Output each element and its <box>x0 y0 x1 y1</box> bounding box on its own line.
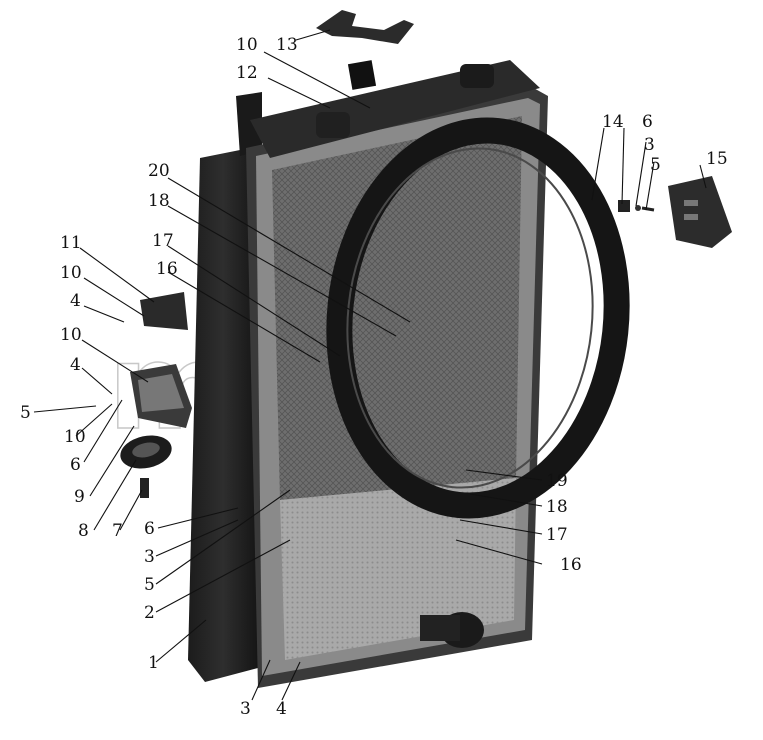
right-fasteners <box>618 200 655 212</box>
callout-12: 12 <box>236 63 258 83</box>
radiator-side-tank <box>188 92 262 682</box>
callout-7: 7 <box>112 521 123 541</box>
callout-13: 13 <box>276 35 298 55</box>
callout-5-bottom: 5 <box>144 575 155 595</box>
callout-15: 15 <box>706 149 728 169</box>
callout-4-a: 4 <box>70 291 81 311</box>
callout-8: 8 <box>78 521 89 541</box>
radiator-core-upper <box>272 116 522 500</box>
callout-18-right: 18 <box>546 497 568 517</box>
callout-3-right: 3 <box>644 135 655 155</box>
callout-10-top: 10 <box>236 35 258 55</box>
callout-2: 2 <box>144 603 155 623</box>
callout-3-base: 3 <box>240 699 251 719</box>
callout-10-b: 10 <box>60 263 82 283</box>
left-mount-part-10 <box>130 364 192 428</box>
callout-17-left: 17 <box>152 231 174 251</box>
callout-10-c: 10 <box>60 325 82 345</box>
rubber-pad-part-8 <box>120 435 172 469</box>
leader-lines <box>33 29 707 701</box>
left-bracket-part-11 <box>140 292 188 330</box>
callout-19: 19 <box>546 471 568 491</box>
callout-5-left: 5 <box>20 403 31 423</box>
callout-9: 9 <box>74 487 85 507</box>
callout-labels: 13 10 12 14 6 3 5 15 20 18 17 16 11 10 4… <box>20 35 728 719</box>
callout-3-bottom: 3 <box>144 547 155 567</box>
callout-18-left: 18 <box>148 191 170 211</box>
callout-10-d: 10 <box>64 427 86 447</box>
callout-11: 11 <box>60 233 82 253</box>
callout-16-left: 16 <box>156 259 178 279</box>
callout-17-right: 17 <box>546 525 568 545</box>
callout-4-b: 4 <box>70 355 81 375</box>
top-bracket-part <box>316 10 414 44</box>
bolt-part-7 <box>140 478 149 498</box>
right-bracket-part <box>668 176 732 248</box>
callout-5-right: 5 <box>650 155 661 175</box>
callout-6-right: 6 <box>642 112 653 132</box>
fan-shroud-ring <box>326 117 630 519</box>
radiator-bottom-outlet <box>420 612 484 648</box>
callout-6-left: 6 <box>70 455 81 475</box>
callout-16-right: 16 <box>560 555 582 575</box>
callout-14: 14 <box>602 112 624 132</box>
callout-4-base: 4 <box>276 699 287 719</box>
callout-20: 20 <box>148 161 170 181</box>
radiator-top-tank <box>250 60 540 158</box>
callout-1: 1 <box>148 653 159 673</box>
callout-6-bottom: 6 <box>144 519 155 539</box>
